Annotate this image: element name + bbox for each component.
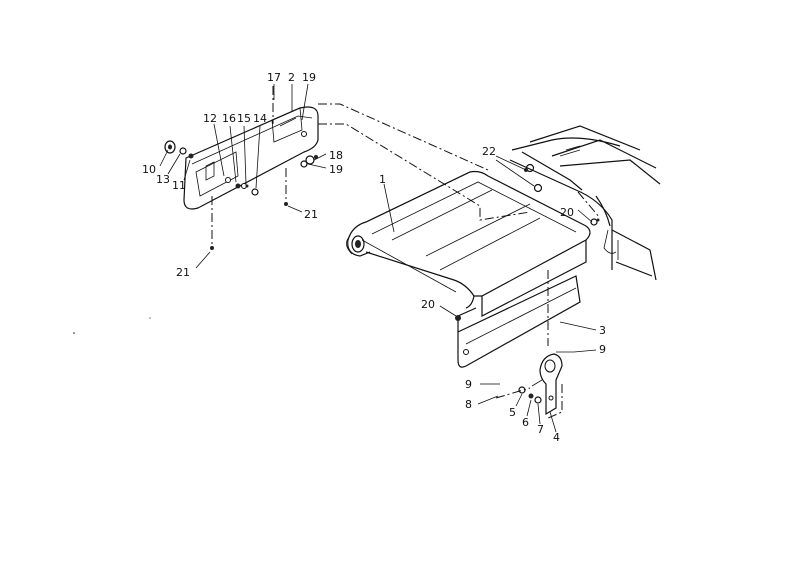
main-cover — [346, 170, 591, 317]
callout-9a: 9 — [599, 343, 606, 356]
callout-6: 6 — [522, 416, 529, 429]
callout-17: 17 — [267, 71, 281, 84]
callout-19b: 19 — [329, 163, 343, 176]
callout-4: 4 — [553, 431, 560, 444]
callout-7: 7 — [537, 423, 544, 436]
callout-3: 3 — [599, 324, 606, 337]
callout-19: 19 — [302, 71, 316, 84]
callout-8: 8 — [465, 398, 472, 411]
callout-5: 5 — [509, 406, 516, 419]
callout-1: 1 — [379, 173, 386, 186]
callout-20a: 20 — [560, 206, 574, 219]
bracket-hardware — [492, 351, 574, 419]
bracket — [531, 353, 563, 416]
vehicle-frame — [509, 125, 661, 281]
callout-2: 2 — [288, 71, 295, 84]
callout-21b: 21 — [176, 266, 190, 279]
callout-21a: 21 — [304, 208, 318, 221]
leader-lines — [159, 83, 597, 433]
lower-plate — [457, 270, 581, 368]
callout-14: 14 — [253, 112, 267, 125]
callout-labels: 17 2 19 12 16 15 14 10 13 11 18 19 21 21… — [142, 71, 606, 444]
callout-18: 18 — [329, 149, 343, 162]
callout-15: 15 — [237, 112, 251, 125]
callout-20b: 20 — [421, 298, 435, 311]
callout-16: 16 — [222, 112, 236, 125]
callout-10: 10 — [142, 163, 156, 176]
callout-13: 13 — [156, 173, 170, 186]
callout-22: 22 — [482, 145, 496, 158]
callout-11: 11 — [172, 179, 186, 192]
callout-9b: 9 — [465, 378, 472, 391]
callout-12: 12 — [203, 112, 217, 125]
